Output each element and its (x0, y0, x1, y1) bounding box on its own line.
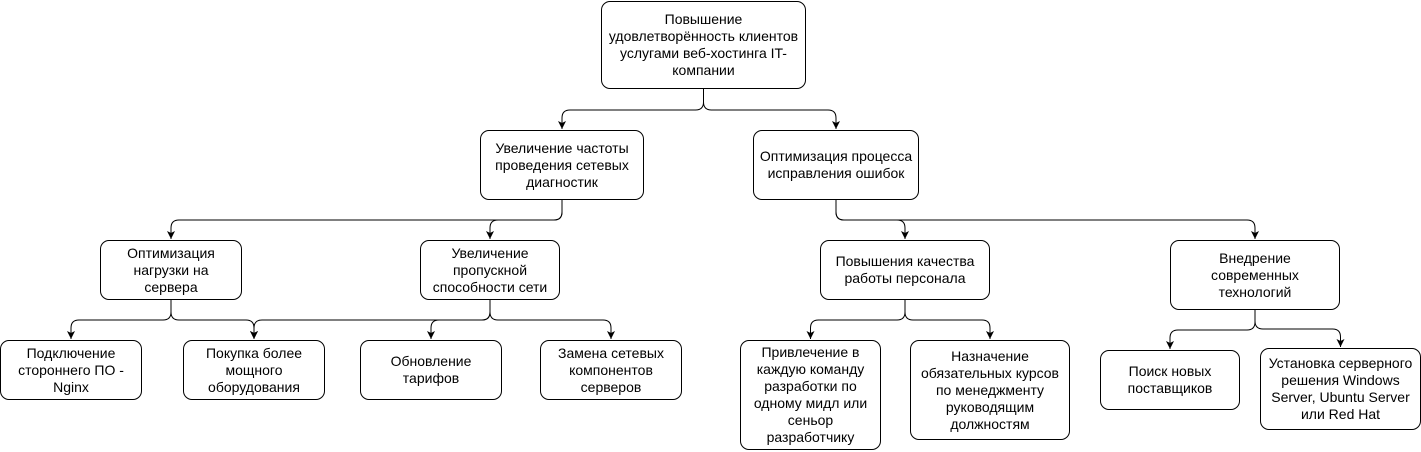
node-network-components-label: Замена сетевых компонентов серверов (558, 344, 664, 395)
connector-bandwidth-to-tariffs (427, 300, 491, 339)
node-server-os-label: Установка серверного решения Windows Ser… (1268, 355, 1413, 422)
node-new-suppliers-label: Поиск новых поставщиков (1127, 363, 1213, 396)
connector-staff-to-middle (806, 300, 906, 339)
node-new-suppliers[interactable]: Поиск новых поставщиков (1100, 350, 1240, 410)
node-network-bandwidth[interactable]: Увеличение пропускной способности сети (420, 240, 560, 300)
node-modern-tech[interactable]: Внедрение современных технологий (1170, 240, 1340, 310)
node-senior-developers[interactable]: Привлечение в каждую команду разработки … (740, 340, 881, 450)
node-hardware-label: Покупка более мощного оборудования (205, 344, 303, 395)
connector-staff-to-courses (904, 300, 994, 339)
node-modern-tech-label: Внедрение современных технологий (1211, 249, 1299, 300)
node-network-bandwidth-label: Увеличение пропускной способности сети (432, 244, 548, 295)
node-management-courses-label: Назначение обязательных курсов по менедж… (921, 347, 1059, 432)
node-error-fixing[interactable]: Оптимизация процесса исправления ошибок (753, 130, 919, 200)
connector-tech-to-server_os (1254, 310, 1345, 347)
node-root-goal[interactable]: Повышение удовлетворённость клиентов усл… (601, 1, 806, 89)
connector-tech-to-suppliers (1166, 310, 1256, 349)
node-management-courses[interactable]: Назначение обязательных курсов по менедж… (910, 340, 1070, 440)
node-server-load-label: Оптимизация нагрузки на сервера (127, 244, 215, 295)
connector-load-to-hardware (170, 300, 258, 339)
connector-root-to-freq (558, 89, 704, 129)
node-root-goal-label: Повышение удовлетворённость клиентов усл… (608, 11, 799, 78)
node-senior-developers-label: Привлечение в каждую команду разработки … (753, 344, 868, 445)
node-network-diagnostics[interactable]: Увеличение частоты проведения сетевых ди… (480, 130, 644, 200)
node-nginx-label: Подключение стороннего ПО - Nginx (18, 344, 124, 395)
node-network-components[interactable]: Замена сетевых компонентов серверов (540, 340, 682, 400)
node-network-diagnostics-label: Увеличение частоты проведения сетевых ди… (495, 139, 629, 190)
node-server-load[interactable]: Оптимизация нагрузки на сервера (100, 240, 242, 300)
connector-bandwidth-to-components (489, 300, 615, 339)
node-staff-quality[interactable]: Повышения качества работы персонала (820, 240, 990, 300)
node-staff-quality-label: Повышения качества работы персонала (835, 253, 975, 286)
connector-load-to-nginx (67, 300, 172, 339)
connector-optimize-to-tech (835, 200, 1259, 239)
connector-root-to-optimize (703, 89, 840, 129)
node-hardware[interactable]: Покупка более мощного оборудования (183, 340, 325, 400)
node-nginx[interactable]: Подключение стороннего ПО - Nginx (0, 340, 142, 400)
node-error-fixing-label: Оптимизация процесса исправления ошибок (759, 148, 913, 181)
node-server-os[interactable]: Установка серверного решения Windows Ser… (1260, 348, 1421, 430)
node-tariffs[interactable]: Обновление тарифов (360, 340, 502, 400)
connector-freq-to-bandwidth (486, 200, 563, 239)
node-tariffs-label: Обновление тарифов (390, 353, 472, 386)
